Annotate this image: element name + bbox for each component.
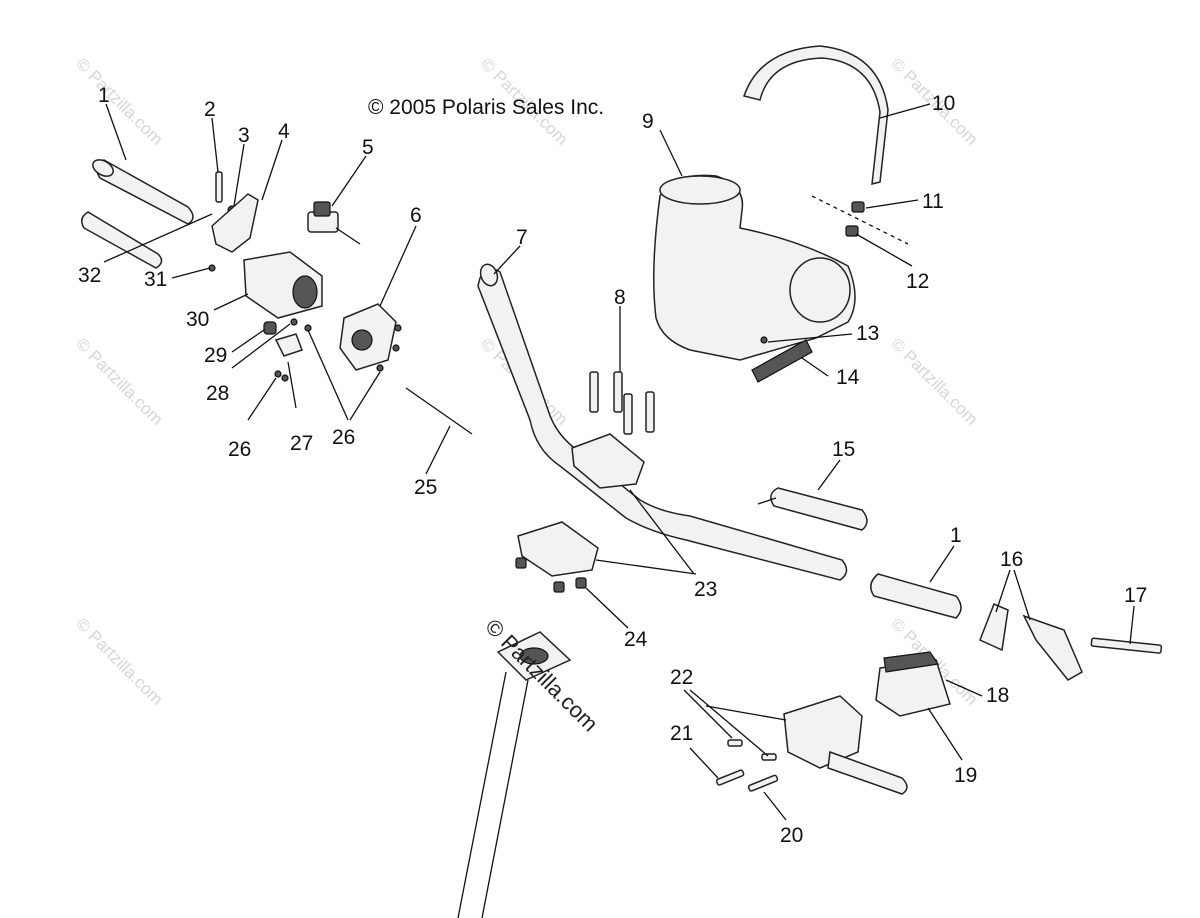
watermark-faint: © Partzilla.com [72, 334, 166, 428]
callout-18: 18 [986, 684, 1009, 707]
switch-housing-part-30 [243, 251, 323, 319]
switch-part-5 [307, 201, 361, 245]
callout-15: 15 [832, 438, 855, 461]
brake-reservoir-part-18-19 [875, 651, 951, 717]
callouts: 1 2 3 4 5 6 7 8 9 10 11 12 13 14 15 1 16… [78, 84, 1147, 847]
callout-17: 17 [1124, 584, 1147, 607]
callout-22: 22 [670, 666, 693, 689]
copyright-text: © 2005 Polaris Sales Inc. [368, 96, 604, 119]
plate-part-27 [274, 333, 303, 357]
bolt-part-22 [727, 739, 743, 747]
dash-line [811, 195, 909, 245]
end-cap-part-16 [1022, 614, 1083, 681]
callout-1: 1 [950, 524, 962, 547]
callout-20: 20 [780, 824, 803, 847]
callout-19: 19 [954, 764, 977, 787]
callout-1: 1 [98, 84, 110, 107]
callout-28: 28 [206, 382, 229, 405]
watermark-faint: © Partzilla.com [72, 54, 166, 148]
left-grip-part-32 [81, 211, 163, 269]
handlebar-cover-part-9 [653, 174, 856, 361]
callout-8: 8 [614, 286, 626, 309]
screw-part-26 [376, 364, 384, 372]
screw-part-28 [290, 318, 298, 326]
steering-post [457, 631, 572, 918]
watermark-faint: © Partzilla.com [72, 614, 166, 708]
hand-guard-part-10 [743, 45, 889, 185]
pin-part-2 [215, 171, 223, 203]
lower-clamp-part-23 [517, 521, 599, 577]
bracket-part-4 [211, 193, 259, 253]
throttle-housing-part-6 [339, 303, 397, 371]
callout-10: 10 [932, 92, 955, 115]
callout-9: 9 [642, 110, 654, 133]
cap-part-29 [263, 321, 277, 335]
nut-part-24 [553, 581, 565, 593]
bolt-part-20 [747, 774, 779, 792]
callout-5: 5 [362, 136, 374, 159]
callout-13: 13 [856, 322, 879, 345]
screw-part-26 [281, 374, 289, 382]
screw-part-13 [760, 336, 768, 344]
bolt-part-17 [1090, 637, 1163, 654]
nut-part-11 [851, 201, 865, 213]
cable-part-25 [405, 387, 473, 435]
left-grip-part-1 [92, 159, 194, 225]
bolt-part-22 [761, 753, 777, 761]
callout-2: 2 [204, 98, 216, 121]
nut-part-24 [515, 557, 527, 569]
handlebar-part-7 [477, 263, 848, 581]
callout-14: 14 [836, 366, 860, 389]
callout-12: 12 [906, 270, 929, 293]
grip-part-15 [757, 487, 868, 531]
callout-4: 4 [278, 120, 290, 143]
bolts-part-8 [589, 371, 655, 435]
screw-part-26 [274, 370, 282, 378]
callout-11: 11 [922, 190, 944, 213]
callout-3: 3 [238, 124, 250, 147]
callout-29: 29 [204, 344, 227, 367]
master-cylinder [705, 695, 908, 795]
watermark-faint: © Partzilla.com [887, 334, 981, 428]
callout-16: 16 [1000, 548, 1023, 571]
callout-21: 21 [670, 722, 693, 745]
callout-24: 24 [624, 628, 648, 651]
callout-6: 6 [410, 204, 422, 227]
right-grip-part-1 [870, 573, 962, 619]
end-cap-part-16 [979, 603, 1009, 652]
callout-7: 7 [516, 226, 528, 249]
screw-part-26 [392, 344, 400, 352]
callout-26: 26 [332, 426, 355, 449]
callout-30: 30 [186, 308, 209, 331]
upper-clamp-part-23 [571, 433, 645, 489]
callout-31: 31 [144, 268, 167, 291]
bolt-part-21 [715, 769, 745, 786]
callout-26: 26 [228, 438, 251, 461]
nut-part-24 [575, 577, 587, 589]
callout-25: 25 [414, 476, 437, 499]
strip-part-14 [751, 339, 813, 383]
leader-lines [103, 103, 1135, 821]
watermark-main: © Partzilla.com [480, 614, 603, 737]
callout-23: 23 [694, 578, 717, 601]
callout-32: 32 [78, 264, 101, 287]
nut-part-12 [845, 225, 859, 237]
callout-27: 27 [290, 432, 313, 455]
